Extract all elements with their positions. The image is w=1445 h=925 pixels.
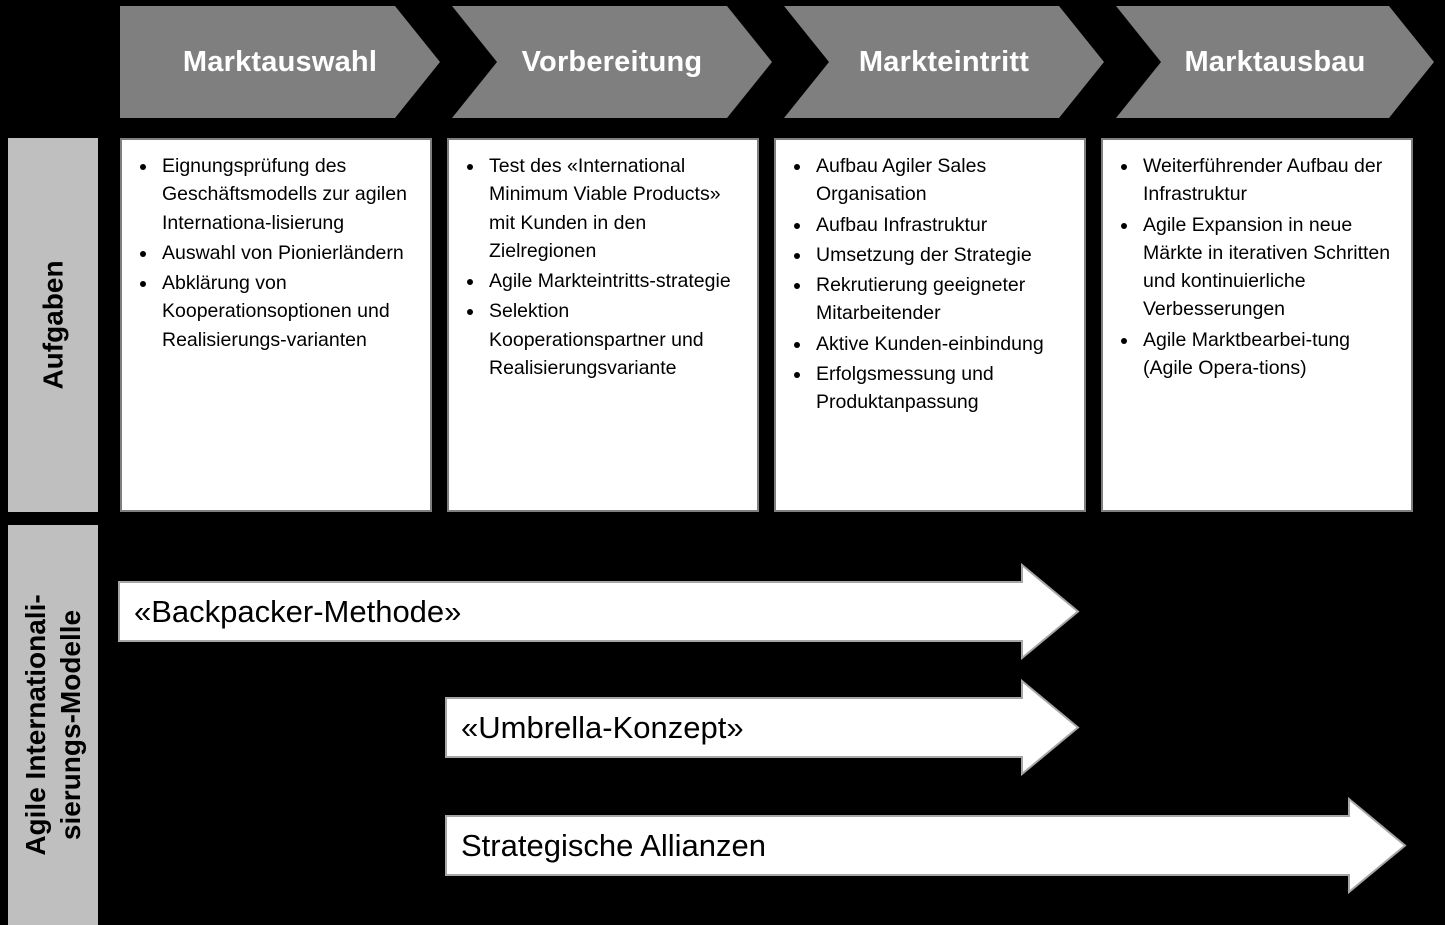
task-item: Test des «International Minimum Viable P… (485, 152, 751, 265)
phase-arrow-markteintritt: Markteintritt (784, 6, 1104, 118)
task-list: Eignungsprüfung des Geschäftsmodells zur… (122, 140, 430, 362)
task-item: Erfolgsmessung und Produktanpassung (812, 360, 1078, 417)
task-list: Aufbau Agiler Sales Organisation Aufbau … (776, 140, 1084, 424)
task-item: Agile Expansion in neue Märkte in iterat… (1139, 211, 1405, 324)
model-arrow-allianzen: Strategische Allianzen (445, 797, 1407, 894)
task-list: Weiterführender Aufbau der Infrastruktur… (1103, 140, 1411, 390)
task-item: Weiterführender Aufbau der Infrastruktur (1139, 152, 1405, 209)
row-label-aufgaben: Aufgaben (8, 138, 98, 512)
model-label: Strategische Allianzen (461, 827, 767, 863)
model-label: «Backpacker-Methode» (134, 593, 462, 629)
task-item: Eignungsprüfung des Geschäftsmodells zur… (158, 152, 424, 237)
task-item: Umsetzung der Strategie (812, 241, 1078, 269)
model-arrow-backpacker: «Backpacker-Methode» (118, 563, 1080, 660)
right-arrow-shape (445, 797, 1407, 894)
phase-label: Marktauswahl (182, 45, 378, 78)
phase-label: Marktausbau (1184, 45, 1366, 78)
modelle-label-line1: Agile Internationali- (20, 594, 51, 856)
aufgaben-label: Aufgaben (37, 260, 69, 390)
phase-label: Markteintritt (858, 45, 1030, 78)
row-label-modelle: Agile Internationali- sierungs-Modelle (8, 525, 98, 925)
model-label: «Umbrella-Konzept» (461, 709, 744, 745)
task-item: Aufbau Infrastruktur (812, 211, 1078, 239)
task-item: Aktive Kunden-einbindung (812, 330, 1078, 358)
task-box-markteintritt: Aufbau Agiler Sales Organisation Aufbau … (774, 138, 1086, 512)
task-item: Agile Markteintritts-strategie (485, 267, 751, 295)
task-box-marktausbau: Weiterführender Aufbau der Infrastruktur… (1101, 138, 1413, 512)
phase-arrow-marktauswahl: Marktauswahl (120, 6, 440, 118)
right-arrow-shape (445, 679, 1080, 776)
modelle-label-line2: sierungs-Modelle (55, 609, 86, 841)
task-box-vorbereitung: Test des «International Minimum Viable P… (447, 138, 759, 512)
task-item: Selektion Kooperationspartner und Realis… (485, 297, 751, 382)
task-item: Rekrutierung geeigneter Mitarbeitender (812, 271, 1078, 328)
model-arrow-umbrella: «Umbrella-Konzept» (445, 679, 1080, 776)
right-arrow-shape (118, 563, 1080, 660)
task-list: Test des «International Minimum Viable P… (449, 140, 757, 390)
phase-label: Vorbereitung (521, 45, 703, 78)
phase-arrow-vorbereitung: Vorbereitung (452, 6, 772, 118)
phase-arrow-marktausbau: Marktausbau (1116, 6, 1434, 118)
task-item: Auswahl von Pionierländern (158, 239, 424, 267)
task-item: Aufbau Agiler Sales Organisation (812, 152, 1078, 209)
task-item: Agile Marktbearbei-tung (Agile Opera-tio… (1139, 326, 1405, 383)
task-box-marktauswahl: Eignungsprüfung des Geschäftsmodells zur… (120, 138, 432, 512)
task-item: Abklärung von Kooperationsoptionen und R… (158, 269, 424, 354)
